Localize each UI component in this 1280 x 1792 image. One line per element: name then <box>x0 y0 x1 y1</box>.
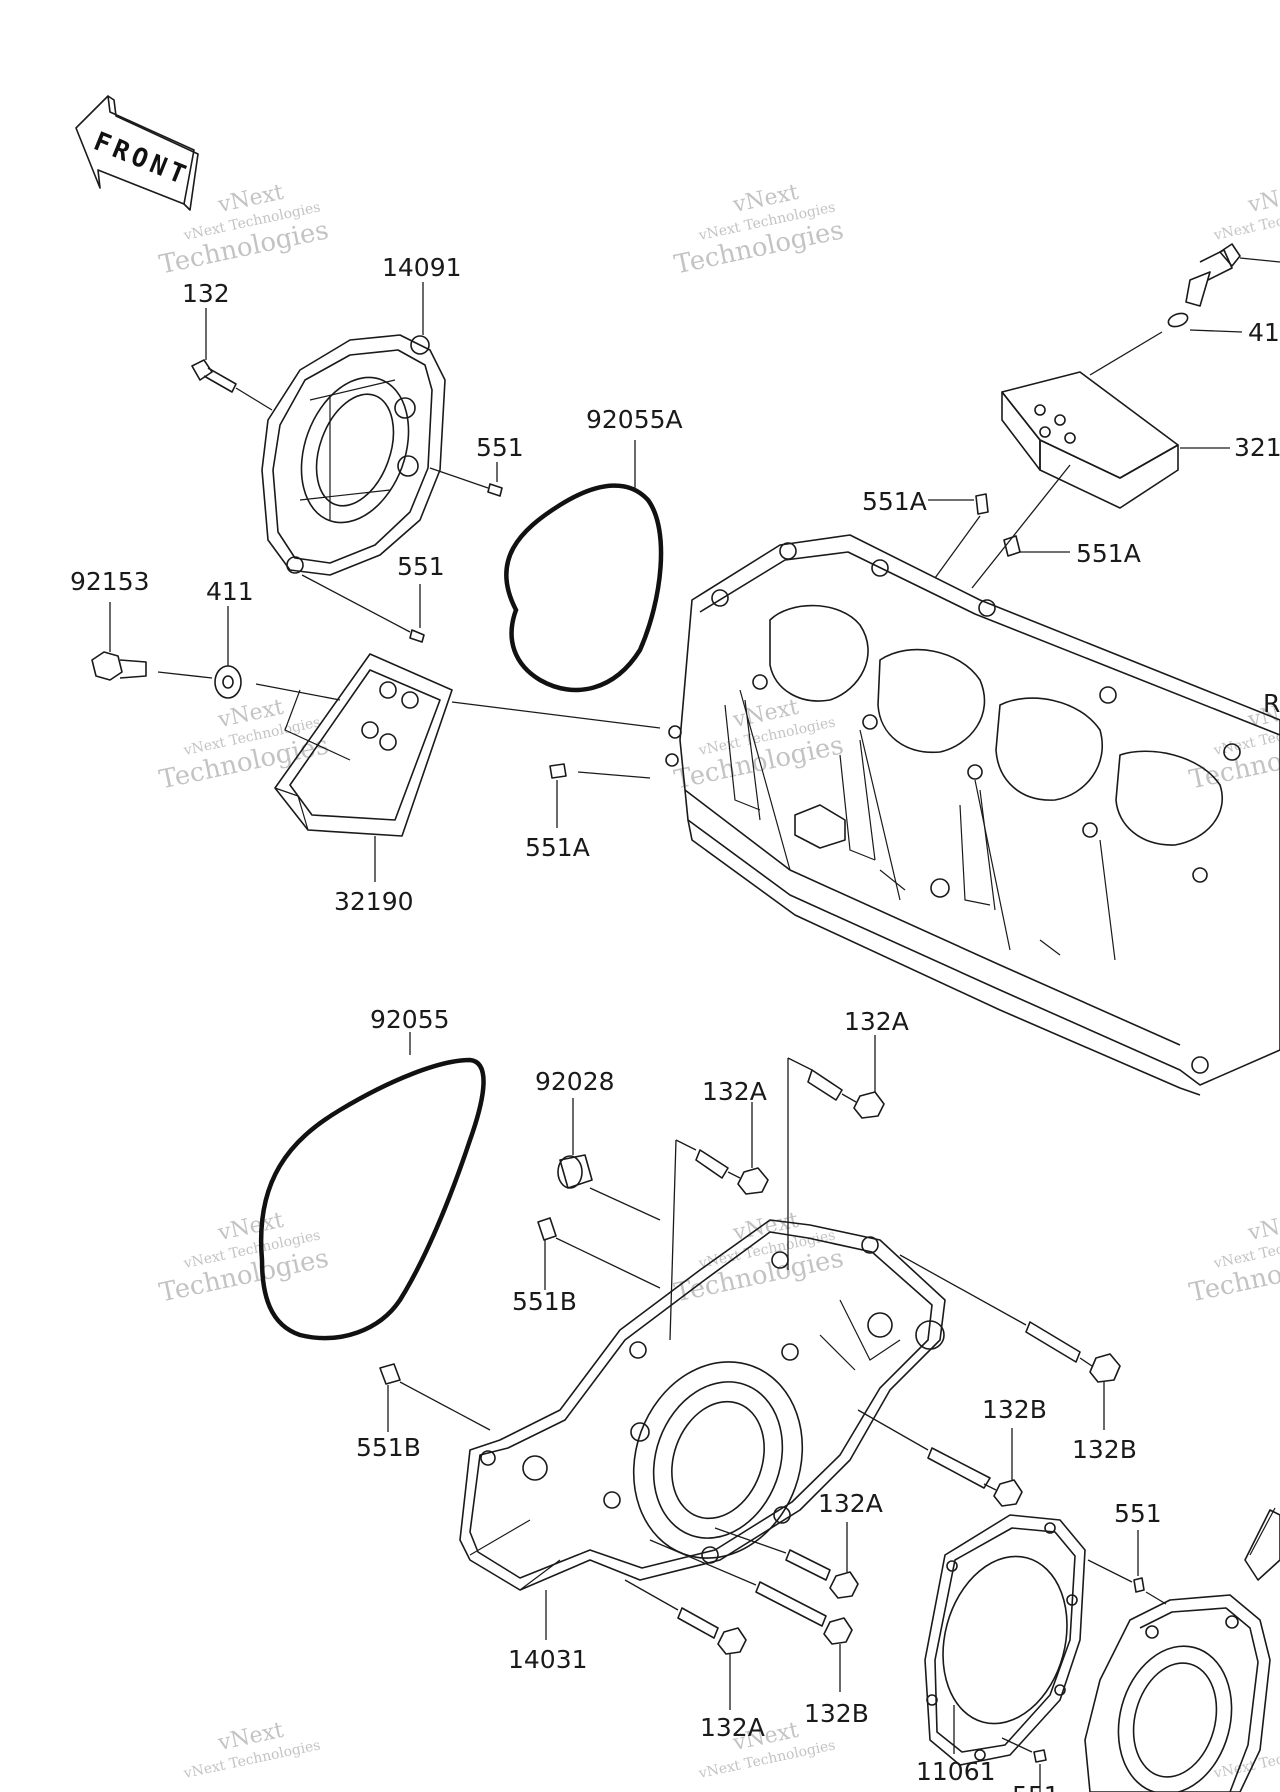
crankcase <box>665 534 1280 1096</box>
bolt-132A-mid <box>669 1102 769 1341</box>
label-551: 551 <box>476 433 524 462</box>
label-92055A: 92055A <box>586 405 683 434</box>
label-132A: 132A <box>700 1713 765 1742</box>
label-551A: 551A <box>525 833 590 862</box>
label-92028: 92028 <box>535 1067 615 1096</box>
part-labels: 14091 132 551 551 92055A 92153 411 41 32… <box>70 253 1280 1792</box>
label-14031: 14031 <box>508 1645 588 1674</box>
label-551: 551 <box>397 552 445 581</box>
cover-14091 <box>261 282 446 576</box>
pin-551A-right <box>1003 535 1070 557</box>
bolt-132A-right <box>714 1522 859 1599</box>
bolt-92153 <box>91 602 213 681</box>
label-132A: 132A <box>844 1007 909 1036</box>
pin-551A-left <box>549 763 651 828</box>
label-132B: 132B <box>1072 1435 1137 1464</box>
label-132B: 132B <box>804 1699 869 1728</box>
label-551B: 551B <box>356 1433 421 1462</box>
label-32190: 32190 <box>334 887 414 916</box>
o-ring-92055A <box>504 440 664 693</box>
label-551: 551 <box>1012 1781 1060 1792</box>
collar-92028 <box>557 1098 661 1221</box>
pin-551-lower <box>301 574 425 643</box>
label-551B: 551B <box>512 1287 577 1316</box>
label-551: 551 <box>1114 1499 1162 1528</box>
label-132A: 132A <box>702 1077 767 1106</box>
washer-41 <box>1167 312 1243 333</box>
watermark-logo: vNext <box>1245 180 1280 218</box>
pin-551-upper <box>429 462 503 497</box>
pin-551B-lower <box>379 1363 491 1432</box>
bolt-132B-upper-right <box>899 1254 1121 1430</box>
label-551A: 551A <box>862 487 927 516</box>
pin-551A-mid <box>928 493 989 579</box>
bolt-132B-lower <box>649 1539 853 1692</box>
bolt-upper-right <box>1185 243 1280 307</box>
pin-551-bottom <box>1001 1737 1047 1792</box>
bracket-32190 <box>274 653 661 882</box>
washer-411 <box>214 606 341 701</box>
label-92153: 92153 <box>70 567 150 596</box>
label-92055: 92055 <box>370 1005 450 1034</box>
label-132A: 132A <box>818 1489 883 1518</box>
bolt-132A-lower <box>624 1579 747 1710</box>
front-arrow: FRONT <box>75 95 199 211</box>
label-14091: 14091 <box>382 253 462 282</box>
label-321: 321 <box>1234 433 1280 462</box>
label-R: R <box>1263 689 1280 718</box>
gasket-11061 <box>924 1514 1086 1766</box>
housing-lower-right <box>1084 1507 1280 1792</box>
cover-14031 <box>459 1219 946 1640</box>
label-41: 41 <box>1248 318 1280 347</box>
label-411: 411 <box>206 577 254 606</box>
watermark-logo: vNext <box>1245 1208 1280 1246</box>
label-132: 132 <box>182 279 230 308</box>
watermark-text: vNext Technologies <box>1212 1737 1280 1782</box>
label-11061: 11061 <box>916 1757 996 1786</box>
bolt-132 <box>191 308 273 411</box>
label-132B: 132B <box>982 1395 1047 1424</box>
bracket-321 <box>971 331 1230 589</box>
o-ring-92055 <box>258 1032 486 1341</box>
label-551A: 551A <box>1076 539 1141 568</box>
bolt-132B-mid <box>857 1409 1023 1507</box>
front-label: FRONT <box>89 127 189 191</box>
pin-551B-upper <box>537 1217 661 1290</box>
pin-551-lower-right <box>1087 1530 1167 1605</box>
